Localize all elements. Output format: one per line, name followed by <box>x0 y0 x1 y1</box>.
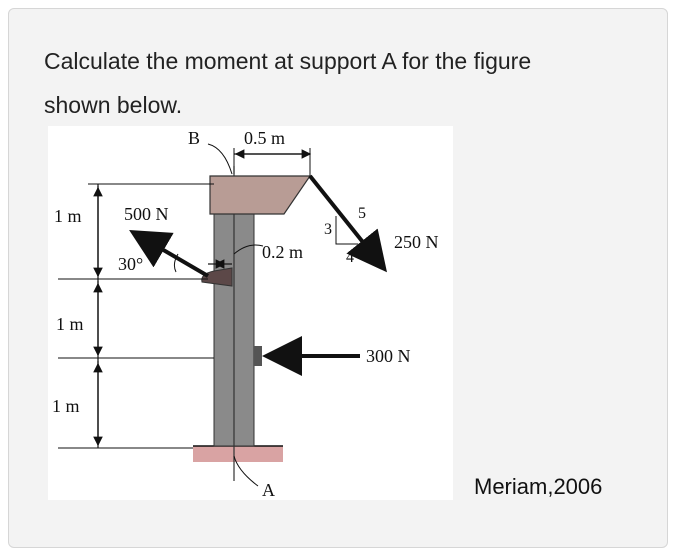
question-line-2: shown below. <box>44 92 183 118</box>
load-plate <box>254 346 262 366</box>
label-angle-30: 30° <box>118 254 143 274</box>
force-250-arrow <box>308 174 387 273</box>
ground-support <box>193 446 283 462</box>
question-line-1: Calculate the moment at support A for th… <box>44 48 532 74</box>
label-slope-3: 3 <box>324 221 332 238</box>
label-a: A <box>262 480 275 500</box>
label-dim-middle: 1 m <box>56 314 84 334</box>
label-force-500: 500 N <box>124 204 169 224</box>
label-dim-lower: 1 m <box>52 396 80 416</box>
top-beam <box>209 175 312 215</box>
label-top-dim: 0.5 m <box>244 128 285 148</box>
label-slope-5: 5 <box>358 205 366 222</box>
label-arm-dim: 0.2 m <box>262 242 303 262</box>
label-b: B <box>188 128 200 148</box>
force-500-arrow <box>129 229 210 278</box>
figure-diagram: B A 0.5 m 0.2 m 1 m 1 m 1 m 500 N 30° 25… <box>52 128 439 500</box>
statics-figure: B A 0.5 m 0.2 m 1 m 1 m 1 m 500 N 30° 25… <box>48 126 453 500</box>
label-force-300: 300 N <box>366 346 411 366</box>
label-force-250: 250 N <box>394 232 439 252</box>
left-bracket <box>201 267 233 287</box>
label-slope-4: 4 <box>346 249 354 266</box>
figure-credit: Meriam,2006 <box>474 474 603 499</box>
label-dim-upper: 1 m <box>54 206 82 226</box>
question-text: Calculate the moment at support A for th… <box>44 39 644 127</box>
